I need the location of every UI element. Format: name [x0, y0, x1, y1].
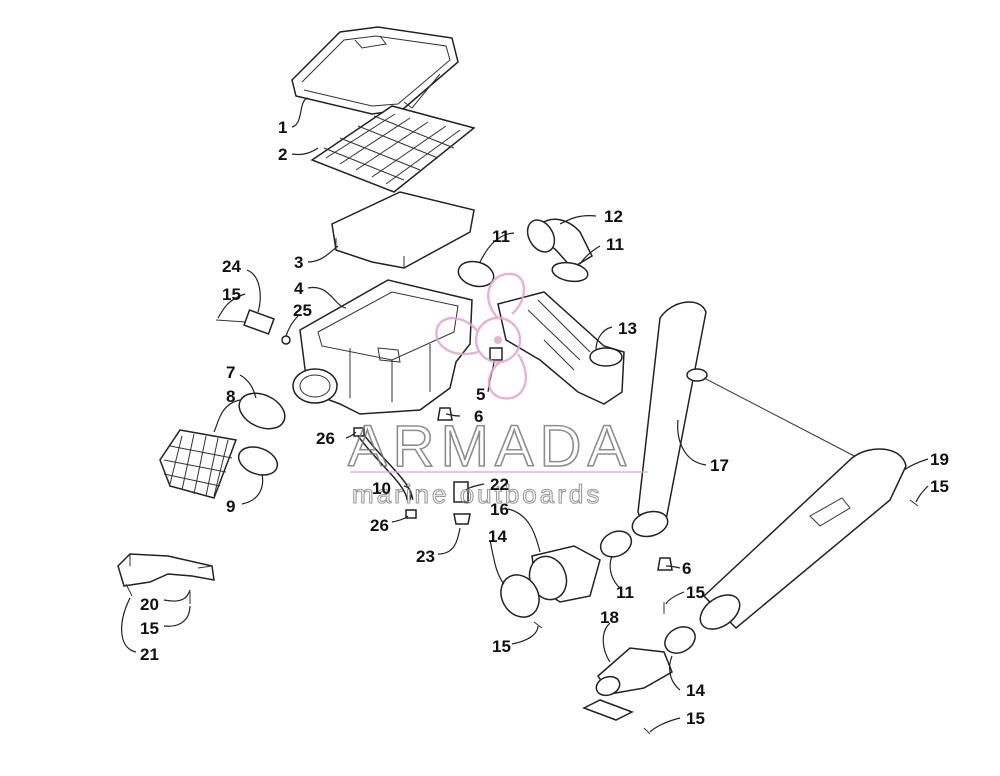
callout-16: 16 — [490, 500, 509, 519]
air-box-cover — [291, 26, 459, 115]
callout-26a: 26 — [316, 429, 335, 448]
callout-15a: 15 — [222, 285, 241, 304]
screw-15-right — [909, 499, 919, 507]
callout-15c: 15 — [930, 477, 949, 496]
sensor-24 — [243, 309, 275, 335]
callout-17: 17 — [710, 456, 729, 475]
callout-25: 25 — [293, 301, 312, 320]
clamp-ring-9 — [237, 446, 279, 476]
leader-lines — [121, 97, 929, 733]
callout-14a: 14 — [488, 527, 507, 546]
intake-tube — [699, 448, 907, 630]
callout-19: 19 — [930, 450, 949, 469]
callout-10: 10 — [372, 479, 391, 498]
resonator — [497, 291, 625, 405]
clip-26-upper — [353, 427, 365, 437]
callout-15f: 15 — [140, 619, 159, 638]
clip-23 — [453, 513, 471, 525]
callout-2: 2 — [278, 145, 287, 164]
grommet-6-left — [437, 407, 453, 421]
screw-15-bottom — [643, 727, 651, 735]
armada-watermark: ARMADA marine outboards — [347, 272, 648, 510]
callout-11c: 11 — [616, 583, 634, 602]
clamp-14-middle — [500, 574, 540, 618]
watermark-brand: ARMADA — [348, 414, 632, 479]
callout-6a: 6 — [474, 407, 483, 426]
callout-23: 23 — [416, 547, 435, 566]
gasket-25 — [281, 335, 291, 345]
callout-6b: 6 — [682, 559, 691, 578]
vent-hose — [358, 432, 412, 501]
clamp-ring-7 — [238, 392, 286, 430]
callout-12: 12 — [604, 207, 623, 226]
callout-8: 8 — [226, 387, 235, 406]
grommet-6-right — [657, 557, 673, 571]
callout-26b: 26 — [370, 516, 389, 535]
elbow-duct-mouth — [526, 219, 556, 253]
duct-tab — [686, 368, 708, 382]
callout-20: 20 — [140, 595, 159, 614]
callout-15e: 15 — [686, 709, 705, 728]
callout-14b: 14 — [686, 681, 705, 700]
callout-13: 13 — [618, 319, 637, 338]
clamp-11-lower — [599, 530, 633, 558]
long-duct — [637, 301, 707, 523]
callout-22: 22 — [490, 475, 509, 494]
filter-grid — [310, 105, 476, 193]
bracket-5 — [489, 347, 503, 361]
callout-18: 18 — [600, 608, 619, 627]
callout-5: 5 — [476, 385, 485, 404]
callout-4: 4 — [294, 279, 304, 298]
callout-3: 3 — [294, 253, 303, 272]
screw-15-middle — [533, 621, 543, 629]
air-box-body — [299, 279, 473, 415]
armada-logo-icon — [435, 272, 528, 400]
leader-17-19 — [703, 377, 863, 461]
callout-1: 1 — [278, 118, 287, 137]
callout-numbers: 1 2 3 4 24 15 25 7 8 9 11 12 11 13 5 6 2… — [140, 118, 949, 728]
check-valve-22 — [453, 481, 469, 503]
screw-15-left — [215, 319, 247, 323]
mounting-bracket-20 — [117, 553, 215, 587]
air-box-inlet — [292, 368, 338, 404]
lower-elbow-outlet — [595, 675, 621, 697]
callout-21: 21 — [140, 645, 159, 664]
filter-element — [331, 191, 475, 269]
callout-7: 7 — [226, 363, 235, 382]
callout-24: 24 — [222, 257, 241, 276]
callout-9: 9 — [226, 497, 235, 516]
watermark-tagline: marine outboards — [352, 479, 602, 509]
clip-26-lower — [405, 509, 417, 519]
clamp-14-lower — [664, 626, 696, 654]
callout-15b: 15 — [492, 637, 511, 656]
callout-11b: 11 — [606, 235, 624, 254]
callout-15d: 15 — [686, 583, 705, 602]
intake-boot — [159, 429, 238, 499]
seal-plate — [582, 699, 634, 721]
long-duct-outlet — [631, 510, 669, 538]
callout-11a: 11 — [492, 227, 510, 246]
screw-21-bracket — [125, 583, 133, 597]
air-box-inlet-bore — [299, 374, 331, 398]
clamp-11-upper-left — [457, 260, 495, 288]
clamp-11-upper-right — [551, 261, 589, 283]
